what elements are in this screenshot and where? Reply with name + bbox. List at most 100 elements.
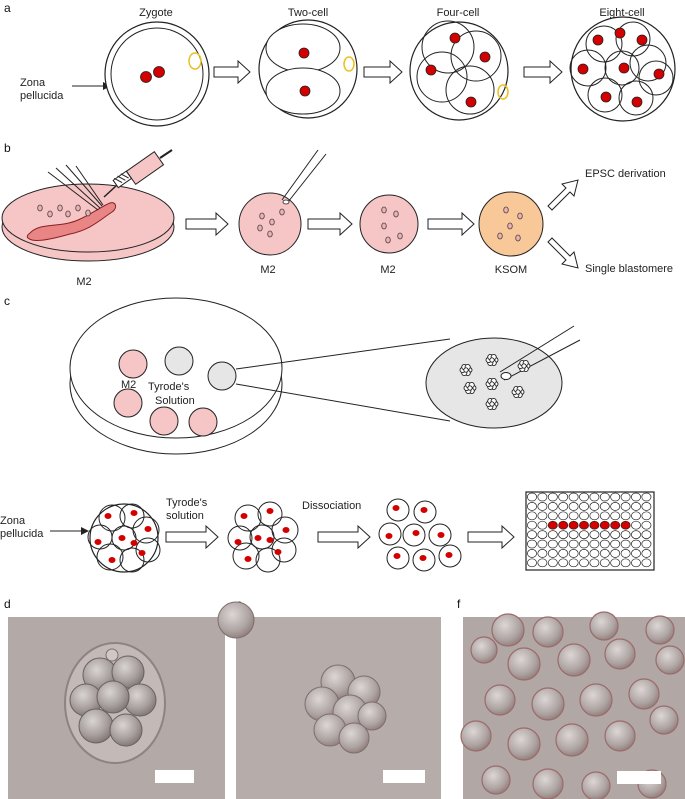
pronucleus	[153, 66, 165, 78]
well	[620, 558, 631, 568]
blastomere	[645, 615, 675, 645]
well	[579, 558, 589, 568]
well	[610, 530, 621, 539]
well	[527, 502, 537, 511]
well	[641, 558, 652, 568]
embryo-icon	[463, 382, 477, 394]
arrow-icon	[213, 59, 251, 85]
well	[631, 520, 641, 530]
eight-cell-embryo-c	[87, 503, 161, 573]
arrow-icon	[185, 211, 229, 237]
zona-label-a-1: Zona	[20, 77, 46, 89]
well	[568, 511, 579, 521]
well	[537, 549, 548, 558]
m2-dish-label: M2	[76, 276, 91, 288]
well	[568, 530, 579, 539]
well	[610, 520, 621, 530]
blastomere	[507, 647, 541, 681]
arrow-icon	[523, 59, 563, 85]
well	[589, 530, 600, 539]
embryo-icon	[459, 364, 473, 376]
arrow-icon	[165, 524, 219, 550]
well	[599, 558, 610, 568]
well	[527, 492, 537, 502]
well-plate	[525, 491, 655, 571]
well	[631, 511, 641, 521]
scale-bar	[617, 771, 661, 784]
zoom-line	[235, 338, 451, 370]
well	[527, 549, 537, 558]
m2-drop-1	[238, 149, 327, 256]
pronucleus	[140, 71, 152, 83]
two-cell-embryo	[258, 19, 358, 119]
oviduct	[26, 202, 117, 241]
well	[568, 492, 579, 502]
well	[579, 502, 589, 511]
arrow-icon	[363, 59, 403, 85]
m2-dish	[1, 149, 175, 262]
well	[547, 530, 558, 539]
well	[579, 539, 589, 549]
well	[568, 539, 579, 549]
micrograph-f	[460, 611, 685, 799]
zona-label-c-2: pellucida	[0, 528, 44, 540]
blastomere	[589, 611, 619, 641]
scale-bar	[383, 770, 425, 783]
stage-label-four-cell: Four-cell	[437, 7, 480, 19]
well	[599, 492, 610, 502]
well	[547, 492, 558, 502]
well	[631, 502, 641, 511]
blastomere	[628, 678, 660, 710]
embryo-icon	[517, 360, 531, 372]
zona-label-a-2: pellucida	[20, 90, 64, 102]
well	[558, 492, 569, 502]
m2-drop	[118, 349, 148, 379]
well	[641, 511, 652, 521]
well	[568, 549, 579, 558]
well	[558, 530, 569, 539]
well	[579, 549, 589, 558]
arrow-icon	[427, 211, 475, 237]
embryo-cluster	[459, 354, 531, 410]
well	[589, 492, 600, 502]
well	[620, 492, 631, 502]
single-blastomere-label: Single blastomere	[585, 263, 673, 275]
well	[610, 492, 621, 502]
panel-b-letter: b	[4, 141, 11, 155]
blastomere	[557, 643, 591, 677]
well	[641, 539, 652, 549]
m2-drop	[188, 407, 218, 437]
well	[568, 520, 579, 530]
m2-label-2: M2	[380, 264, 395, 276]
well	[537, 539, 548, 549]
well	[620, 502, 631, 511]
panel-c-letter: c	[4, 294, 10, 308]
well	[568, 558, 579, 568]
m2-drop-label: M2	[121, 379, 136, 391]
well	[599, 511, 610, 521]
well	[599, 520, 610, 530]
blastomere	[649, 705, 679, 735]
culture-dish	[69, 297, 283, 455]
well	[547, 511, 558, 521]
blastomere	[532, 768, 564, 799]
well	[631, 492, 641, 502]
panel-a-letter: a	[4, 1, 11, 15]
well	[631, 530, 641, 539]
m2-drop	[113, 388, 143, 418]
well	[537, 530, 548, 539]
well	[631, 539, 641, 549]
well	[558, 558, 569, 568]
blastomere	[460, 720, 492, 752]
well	[610, 511, 621, 521]
well	[620, 539, 631, 549]
well	[599, 502, 610, 511]
syringe-icon	[103, 149, 173, 198]
well	[631, 549, 641, 558]
blastomere	[484, 684, 516, 716]
well	[641, 530, 652, 539]
well	[527, 558, 537, 568]
blastomere	[531, 687, 565, 721]
arrow-icon	[317, 524, 371, 550]
well	[589, 539, 600, 549]
